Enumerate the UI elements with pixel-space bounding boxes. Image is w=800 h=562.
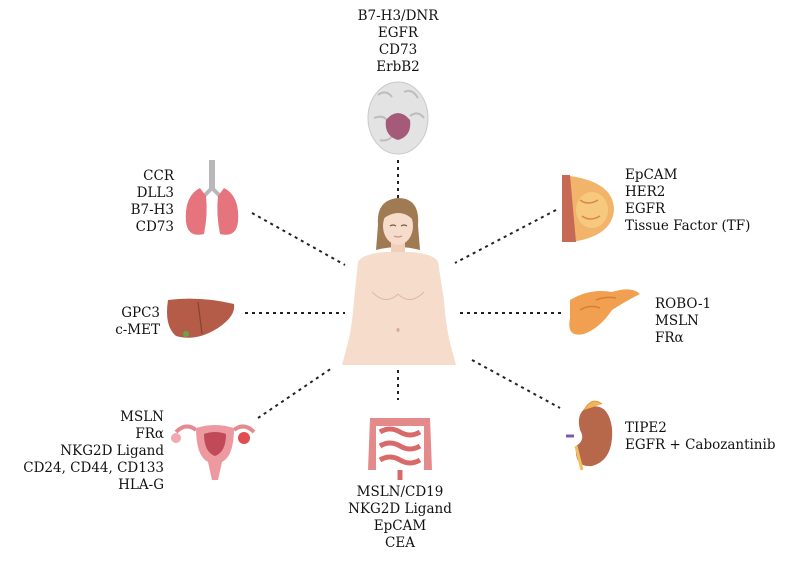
ovary-target: HLA-G (118, 477, 164, 493)
liver-target-list: GPC3 c-MET (88, 305, 160, 339)
intestine-target: MSLN/CD19 (356, 484, 444, 500)
intestine-target: EpCAM (373, 518, 427, 534)
lung-target: B7-H3 (130, 202, 174, 218)
liver-illustration (167, 298, 235, 338)
breast-illustration (562, 175, 614, 242)
intestine-target-list: MSLN/CD19 NKG2D Ligand EpCAM CEA (333, 484, 467, 552)
connector-kidney (471, 359, 561, 409)
pancreas-target: MSLN (655, 313, 699, 329)
brain-illustration (367, 81, 429, 155)
brain-target: ErbB2 (376, 59, 420, 75)
kidney-target: EGFR + Cabozantinib (625, 437, 776, 453)
liver-target: c-MET (115, 322, 160, 338)
breast-target-list: EpCAM HER2 EGFR Tissue Factor (TF) (625, 167, 795, 235)
ovary-target: NKG2D Ligand (60, 443, 164, 459)
ovary-target-list: MSLN FRα NKG2D Ligand CD24, CD44, CD133 … (10, 409, 164, 494)
lung-target-list: CCR DLL3 B7-H3 CD73 (92, 168, 174, 236)
brain-target-list: B7-H3/DNR EGFR CD73 ErbB2 (348, 8, 448, 76)
connector-lung (251, 212, 346, 266)
lung-target: CD73 (135, 219, 174, 235)
breast-target: EpCAM (625, 167, 678, 183)
connector-breast (454, 209, 557, 264)
pancreas-illustration (569, 289, 640, 335)
kidney-target-list: TIPE2 EGFR + Cabozantinib (625, 420, 795, 454)
ovary-target: CD24, CD44, CD133 (23, 460, 164, 476)
intestine-target: NKG2D Ligand (348, 501, 452, 517)
intestine-illustration (368, 418, 432, 480)
breast-target: HER2 (625, 184, 666, 200)
lung-target: DLL3 (136, 185, 174, 201)
lung-illustration (185, 160, 239, 235)
liver-target: GPC3 (121, 305, 160, 321)
breast-target: Tissue Factor (TF) (625, 218, 751, 234)
connector-ovary (257, 367, 333, 419)
breast-target: EGFR (625, 201, 666, 217)
intestine-target: CEA (385, 535, 415, 551)
pancreas-target: FRα (655, 330, 684, 346)
ovary-target: FRα (135, 426, 164, 442)
body-figure (342, 198, 456, 365)
brain-target: EGFR (377, 25, 419, 41)
pancreas-target-list: ROBO-1 MSLN FRα (655, 296, 775, 347)
uterus-illustration (171, 424, 256, 480)
ovary-target: MSLN (120, 409, 164, 425)
lung-target: CCR (143, 168, 174, 184)
kidney-illustration (566, 400, 613, 471)
brain-target: B7-H3/DNR (357, 8, 439, 24)
kidney-target: TIPE2 (625, 420, 667, 436)
pancreas-target: ROBO-1 (655, 296, 712, 312)
brain-target: CD73 (378, 42, 418, 58)
